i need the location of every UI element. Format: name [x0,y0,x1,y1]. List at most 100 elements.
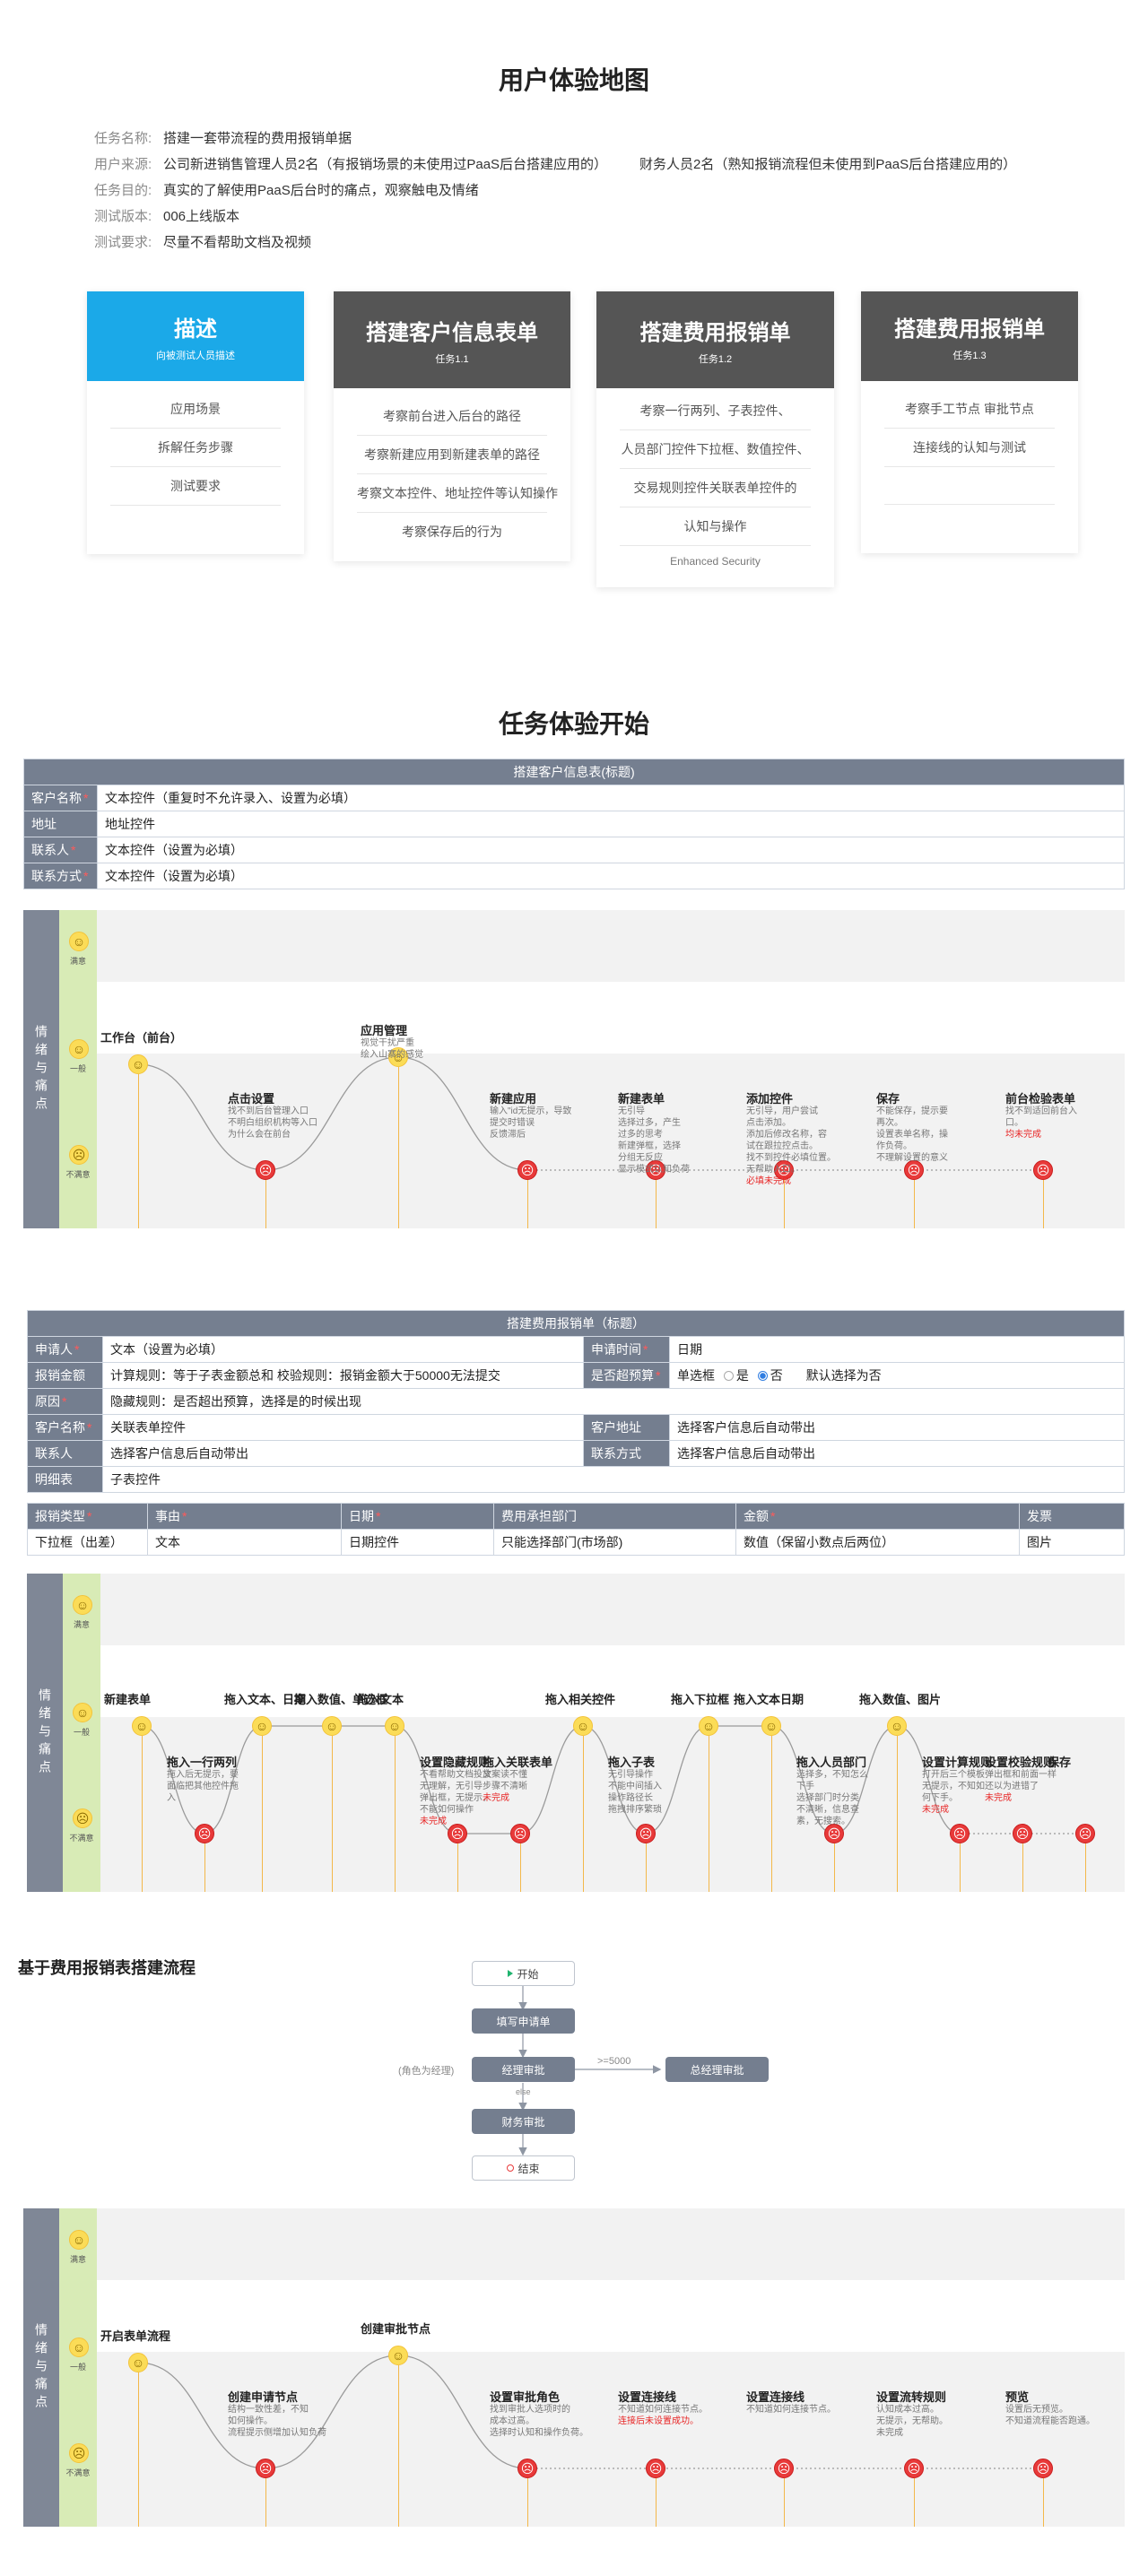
table-header-row: 报销类型* 事由* 日期* 费用承担部门 金额* 发票 [27,1503,1125,1530]
stage-label: 设置审批角色 [490,2390,561,2404]
stage-label: 拖入子表 [608,1756,656,1769]
card-item: 人员部门控件下拉框、数值控件、 [620,430,811,469]
emotion-curve-solid [137,1056,528,1171]
flow-node-finance[interactable]: 财务审批 [472,2109,575,2134]
failure-flag: 未完成 [985,1793,1012,1803]
frown-icon: ☹ [69,1145,89,1165]
smile-icon: ☺ [69,932,89,951]
stage-guide-line [897,1736,898,1892]
radio-checked-icon[interactable] [757,1371,768,1381]
smile-icon: ☺ [128,2353,148,2372]
failure-flag: 未完成 [420,1817,447,1826]
stage-note: 找到审批人选项时的 成本过高。 选择时认知和操作负荷。 [490,2405,588,2438]
smile-icon: ☺ [73,1595,92,1615]
field-label: 申请人* [27,1336,103,1363]
column-header: 事由* [147,1503,342,1530]
emotion-side-label: 情绪与痛点 [27,1574,63,1892]
radio-group-label: 单选框 [677,1368,715,1383]
form-caption: 搭建费用报销单（标题） [27,1310,1125,1337]
card-item [110,506,281,543]
field-value: 文本（设置为必填） [102,1336,584,1363]
card-description: 描述 向被测试人员描述 应用场景 拆解任务步骤 测试要求 [87,291,304,554]
stage-note: 设置后无预览。 不知道流程能否跑通。 [1005,2405,1095,2426]
task-info: 任务名称:搭建一套带流程的费用报销单据 用户来源:公司新进销售管理人员2名（有报… [94,126,1016,256]
stage-guide-line [332,1736,333,1892]
failure-flag: 未完成 [483,1793,509,1803]
field-value: 日期 [669,1336,1125,1363]
table-row: 报销金额 计算规则：等于子表金额总和 校验规则：报销金额大于50000无法提交 … [27,1362,1125,1389]
stage-note: 无引导操作 不能中间插入 操作路径长 拖拽排序繁琐 [608,1770,662,1815]
field-value: 选择客户信息后自动带出 [669,1440,1125,1467]
stage-label: 拖入文本、日期 [224,1693,307,1706]
stage-label: 新建表单 [618,1092,665,1106]
stage-guide-line [656,2478,657,2527]
info-label: 测试版本: [94,209,152,224]
stage-label: 开启表单流程 [100,2329,171,2343]
stage-label: 拖入下拉框 [671,1693,730,1706]
stage-note: 输入"id无提示，导致 提交时错误 反馈滞后 [490,1106,572,1140]
stage-guide-line [914,2478,915,2527]
field-label: 客户地址 [583,1414,670,1441]
field-value: 文本控件（设置为必填） [97,863,1125,889]
form-caption: 搭建客户信息表(标题) [23,759,1125,785]
field-value: 地址控件 [97,811,1125,837]
frown-icon: ☹ [646,1160,665,1180]
failure-flag: 必填未完成 [746,1176,791,1186]
table-cell: 只能选择部门(市场部) [493,1529,736,1556]
table-row: 申请人* 文本（设置为必填） 申请时间* 日期 [27,1336,1125,1363]
frown-icon: ☹ [73,1808,92,1828]
table-row: 客户名称* 文本控件（重复时不允许录入、设置为必填） [23,785,1125,811]
frown-icon: ☹ [950,1824,970,1843]
card-item: 应用场景 [110,390,281,429]
frown-icon: ☹ [904,1160,924,1180]
node-label: 总经理审批 [690,2063,744,2077]
field-value: 文本控件（设置为必填） [97,837,1125,863]
mood-legend-label: 不满意 [69,1834,94,1843]
field-label: 是否超预算* [583,1362,670,1389]
stage-label: 设置隐藏规则 [420,1756,491,1769]
mood-band-bad [100,1717,1125,1892]
flow-node-apply[interactable]: 填写申请单 [472,2008,575,2034]
mood-column [63,1574,100,1892]
card-item [884,505,1055,542]
radio-unchecked-icon[interactable] [723,1371,734,1381]
card-title: 搭建费用报销单 [894,317,1045,342]
card-title: 搭建费用报销单 [639,320,791,345]
card-subtitle: 向被测试人员描述 [156,350,235,361]
stage-guide-line [265,2478,266,2527]
emotion-map-1: 情绪与痛点☺满意☺一般☹不满意☺工作台（前台）☹点击设置找不到后台管理入口 不明… [23,910,1125,1228]
stage-guide-line [527,2478,528,2527]
radio-label: 是 [735,1368,749,1383]
flow-start-node[interactable]: 开始 [472,1961,575,1986]
stage-guide-line [1022,1843,1023,1892]
flow-node-manager[interactable]: 经理审批 [472,2057,575,2082]
frown-icon: ☹ [517,1160,537,1180]
card-item: 认知与操作 [620,507,811,546]
flow-end-node[interactable]: 结束 [472,2155,575,2181]
flow-else-label: else [516,2087,531,2096]
mood-legend-label: 不满意 [65,2468,91,2477]
stage-note: 不知道如何连接节点。 连接后未设置成功。 [618,2405,708,2426]
smile-icon: ☺ [388,2346,408,2365]
table-row: 客户名称* 关联表单控件 客户地址 选择客户信息后自动带出 [27,1414,1125,1441]
section-title: 任务体验开始 [498,710,649,738]
info-value: 尽量不看帮助文档及视频 [163,235,312,250]
info-value: 006上线版本 [163,209,240,224]
flow-title: 基于费用报销表搭建流程 [18,1959,196,1977]
mood-legend-label: 一般 [73,1728,90,1737]
field-label: 申请时间* [583,1336,670,1363]
stage-guide-line [784,1180,785,1228]
flow-node-gm[interactable]: 总经理审批 [665,2057,769,2082]
card-subtitle: 任务1.2 [698,353,733,365]
field-label: 明细表 [27,1466,103,1493]
emotion-side-label: 情绪与痛点 [23,2208,59,2527]
stage-note: 拖入后无提示，要 面临把其他控件拖 入 [167,1770,239,1803]
column-header: 报销类型* [27,1503,148,1530]
stage-label: 设置计算规则 [922,1756,993,1769]
frown-icon: ☹ [636,1824,656,1843]
stage-label: 设置连接线 [746,2390,805,2404]
info-value: 搭建一套带流程的费用报销单据 [163,131,352,146]
mood-column [59,2208,97,2527]
stage-label: 预览 [1005,2390,1030,2404]
stage-label: 拖入数值、图片 [859,1693,942,1706]
